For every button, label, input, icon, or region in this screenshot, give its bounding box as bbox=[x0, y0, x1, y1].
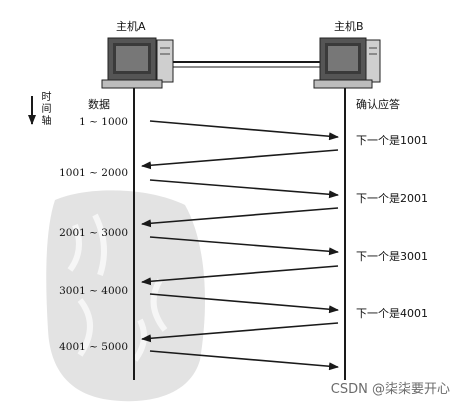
segment-label: 1 ~ 1000 bbox=[79, 116, 128, 128]
segment-label: 1001 ~ 2000 bbox=[59, 167, 128, 179]
ack-label: 下一个是4001 bbox=[356, 307, 428, 320]
ack-label: 下一个是1001 bbox=[356, 134, 428, 147]
ack-arrow-3 bbox=[141, 265, 339, 286]
data-arrow-5 bbox=[149, 350, 339, 371]
host-b-label: 主机B bbox=[334, 20, 364, 33]
data-arrow-1 bbox=[149, 120, 339, 141]
ack-column-header: 确认应答 bbox=[356, 98, 400, 111]
data-arrow-3 bbox=[149, 236, 339, 256]
csdn-watermark: CSDN @柒柒要开心 bbox=[330, 382, 450, 397]
host-a-computer-icon bbox=[101, 37, 174, 89]
segment-label: 4001 ~ 5000 bbox=[59, 341, 128, 353]
data-arrow-4 bbox=[149, 293, 339, 314]
time-axis-char: 间 bbox=[41, 104, 52, 115]
host-b-computer-icon bbox=[313, 37, 381, 89]
ack-arrow-2 bbox=[141, 207, 339, 228]
ack-arrow-1 bbox=[141, 149, 339, 170]
data-arrow-2 bbox=[149, 179, 339, 199]
segment-label: 2001 ~ 3000 bbox=[59, 227, 128, 239]
data-column-header: 数据 bbox=[88, 98, 110, 111]
ack-label: 下一个是2001 bbox=[356, 192, 428, 205]
host-a-label: 主机A bbox=[116, 20, 146, 33]
segment-label: 3001 ~ 4000 bbox=[59, 285, 128, 297]
time-axis-char: 时 bbox=[41, 92, 52, 103]
ack-arrow-4 bbox=[141, 322, 339, 343]
time-axis-label: 时 间 轴 bbox=[40, 92, 53, 128]
ack-label: 下一个是3001 bbox=[356, 250, 428, 263]
time-axis-char: 轴 bbox=[41, 116, 52, 127]
stamp-watermark bbox=[46, 190, 205, 402]
